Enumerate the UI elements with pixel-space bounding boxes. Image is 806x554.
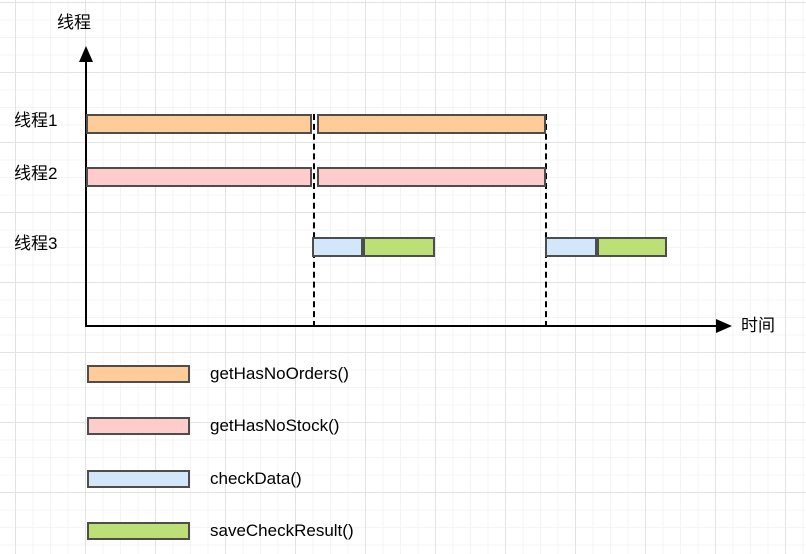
thread-label-2: 线程2 bbox=[14, 164, 58, 183]
thread-label-3: 线程3 bbox=[14, 234, 58, 253]
legend-swatch-checkData bbox=[87, 470, 190, 488]
legend-label-getHasNoStock: getHasNoStock() bbox=[210, 416, 340, 435]
checkData-bar bbox=[545, 237, 597, 257]
getHasNoOrders-bar bbox=[317, 114, 546, 134]
y-axis-arrowhead-icon bbox=[79, 46, 93, 62]
checkData-bar bbox=[312, 237, 363, 257]
legend-label-saveCheckResult: saveCheckResult() bbox=[210, 521, 354, 540]
thread-label-1: 线程1 bbox=[14, 111, 58, 130]
x-axis-arrowhead-icon bbox=[716, 319, 732, 333]
sync-dashed-line-1 bbox=[313, 114, 315, 327]
getHasNoStock-bar bbox=[86, 167, 312, 187]
saveCheckResult-bar bbox=[597, 237, 667, 257]
x-axis-label: 时间 bbox=[741, 316, 775, 335]
legend-label-checkData: checkData() bbox=[210, 469, 302, 488]
y-axis-line bbox=[85, 58, 87, 327]
y-axis-label: 线程 bbox=[57, 13, 91, 32]
legend-swatch-saveCheckResult bbox=[87, 522, 190, 540]
legend-swatch-getHasNoOrders bbox=[87, 365, 190, 383]
x-axis-line bbox=[85, 325, 718, 327]
getHasNoStock-bar bbox=[317, 167, 546, 187]
legend-label-getHasNoOrders: getHasNoOrders() bbox=[210, 364, 349, 383]
getHasNoOrders-bar bbox=[86, 114, 312, 134]
sync-dashed-line-2 bbox=[545, 114, 547, 327]
saveCheckResult-bar bbox=[363, 237, 435, 257]
legend-swatch-getHasNoStock bbox=[87, 417, 190, 435]
